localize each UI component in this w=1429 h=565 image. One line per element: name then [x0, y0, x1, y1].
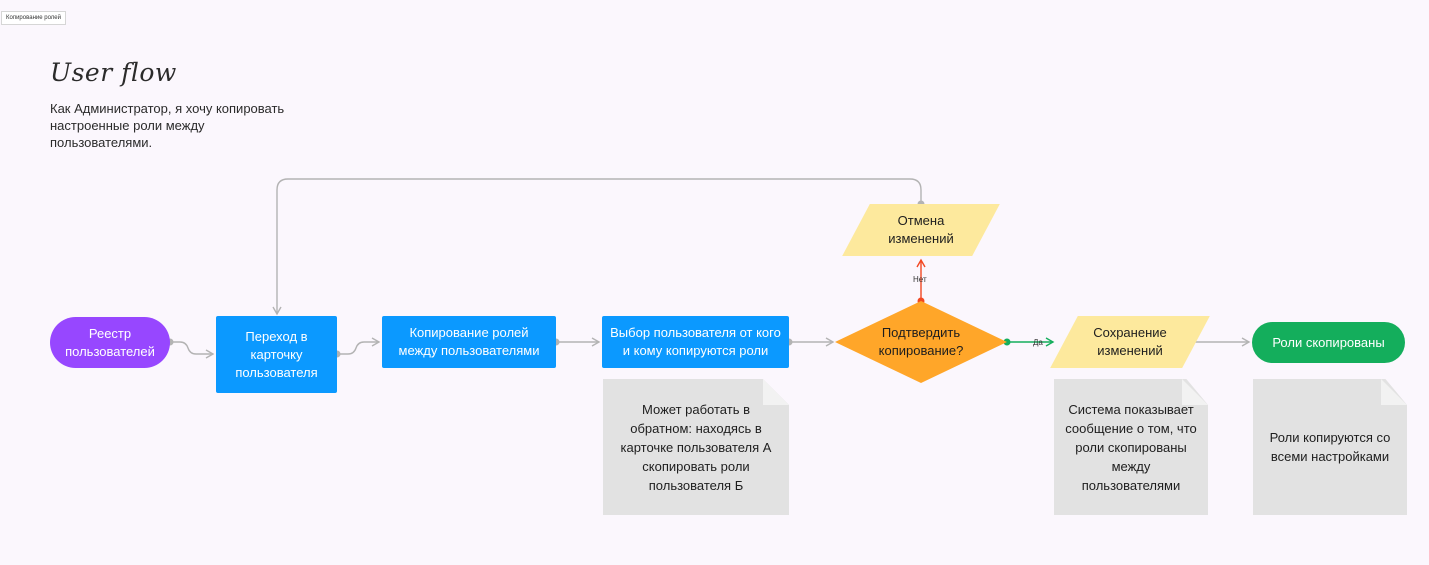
- end-node-label: Роли скопированы: [1272, 334, 1385, 350]
- page-title: User flow: [50, 58, 177, 87]
- process-select-users-label: Выбор пользователя от кого и кому копиру…: [610, 325, 781, 358]
- io-cancel-label: Отмена изменений: [888, 213, 954, 246]
- user-story: Как Администратор, я хочу копировать нас…: [50, 101, 285, 150]
- process-open-card[interactable]: Переход в карточку пользователя: [216, 316, 337, 393]
- note-select-users-text: Может работать в обратном: находясь в ка…: [620, 401, 772, 493]
- process-open-card-label: Переход в карточку пользователя: [235, 328, 318, 380]
- note-end-text: Роли копируются со всеми настройками: [1269, 430, 1391, 464]
- connector-cancel-to-card: [272, 178, 922, 316]
- decision-label: Подтвердить копирование?: [878, 325, 964, 358]
- edge-label-no: Нет: [913, 275, 927, 284]
- io-save-changes[interactable]: Сохранение изменений: [1050, 316, 1210, 368]
- start-node[interactable]: Реестр пользователей: [50, 317, 170, 368]
- process-copy-roles[interactable]: Копирование ролей между пользователями: [382, 316, 556, 368]
- handle-decision-right: [1003, 338, 1011, 346]
- decision-confirm-copy[interactable]: Подтвердить копирование?: [835, 301, 1007, 383]
- process-select-users[interactable]: Выбор пользователя от кого и кому копиру…: [602, 316, 789, 368]
- connector-card-to-copy: [337, 337, 381, 355]
- note-save-text: Система показывает сообщение о том, что …: [1065, 401, 1197, 493]
- process-copy-roles-label: Копирование ролей между пользователями: [398, 325, 540, 358]
- decision-shape: [835, 301, 1007, 383]
- end-node[interactable]: Роли скопированы: [1252, 322, 1405, 363]
- frame-label[interactable]: Копирование ролей: [1, 11, 66, 25]
- start-node-label: Реестр пользователей: [65, 325, 155, 359]
- io-save-label: Сохранение изменений: [1093, 325, 1167, 358]
- edge-label-yes: Да: [1033, 338, 1043, 347]
- connector-start-to-card: [170, 341, 215, 359]
- io-cancel-changes[interactable]: Отмена изменений: [842, 204, 1000, 256]
- note-select-users[interactable]: Может работать в обратном: находясь в ка…: [603, 379, 789, 515]
